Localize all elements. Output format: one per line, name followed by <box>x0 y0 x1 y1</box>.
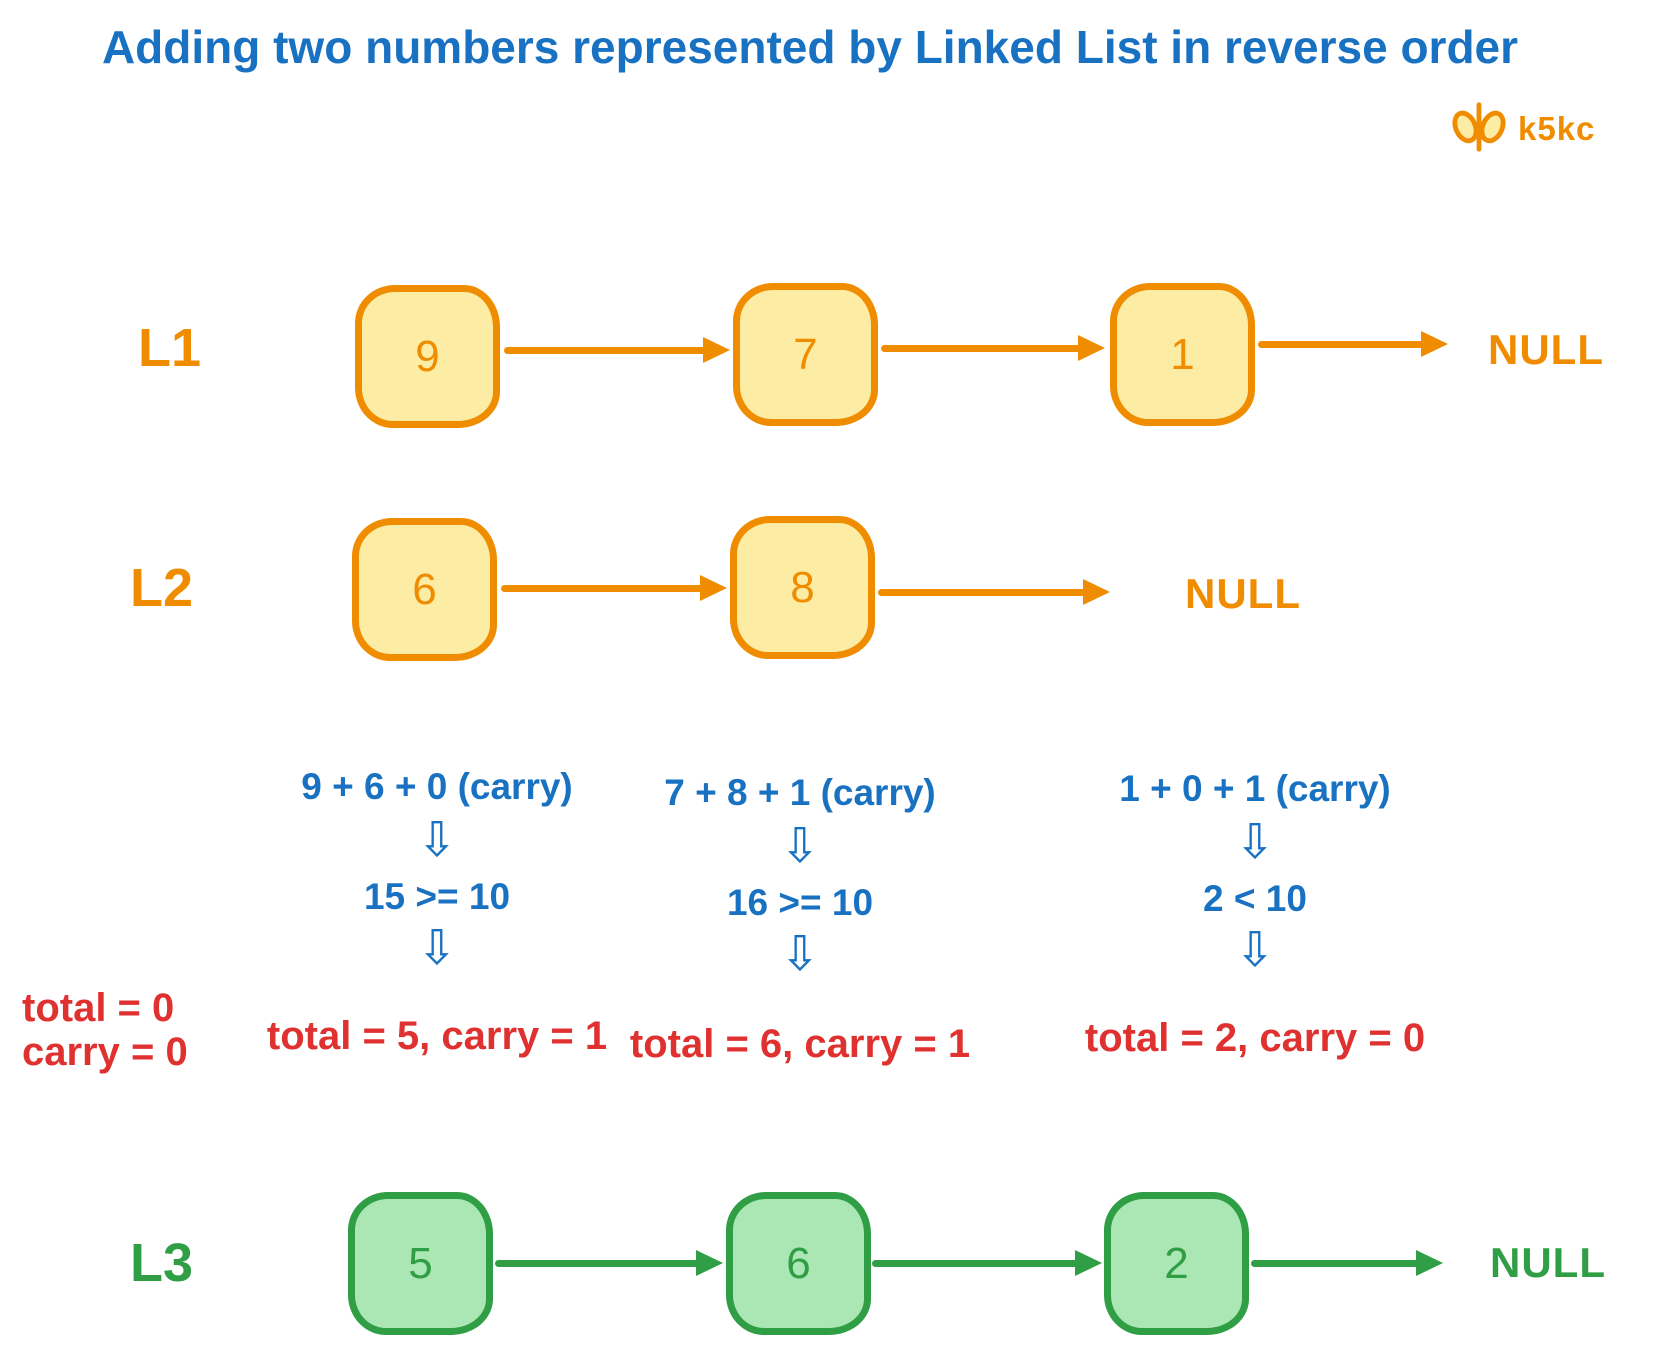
step1-comparison: 15 >= 10 <box>363 876 511 917</box>
l2-node-2: 8 <box>730 516 875 659</box>
node-value: 5 <box>408 1238 433 1288</box>
page-title: Adding two numbers represented by Linked… <box>101 21 1519 73</box>
brand-name: k5kc <box>1518 109 1596 147</box>
step3-down-arrow-icon: ⇩ <box>1234 814 1276 870</box>
l1-null-terminator: NULL <box>1488 326 1604 373</box>
l1-node-1: 9 <box>355 285 500 428</box>
l2-node-1: 6 <box>352 518 497 661</box>
node-value: 6 <box>786 1238 811 1288</box>
arrowhead-icon <box>700 575 727 601</box>
arrowhead-icon <box>703 337 730 363</box>
arrow-shaft <box>872 1259 1078 1267</box>
list-label-l2: L2 <box>130 558 194 618</box>
step2-down-arrow-icon: ⇩ <box>779 926 821 982</box>
l1-node-3: 1 <box>1110 283 1255 426</box>
l2-null-arrow <box>878 579 1110 605</box>
arrow-shaft <box>501 584 703 592</box>
l3-next-arrow-2 <box>872 1250 1102 1276</box>
node-value: 2 <box>1164 1238 1189 1288</box>
l1-next-arrow-1 <box>504 337 730 363</box>
list-label-l3: L3 <box>130 1233 194 1293</box>
l2-null-terminator: NULL <box>1185 570 1301 617</box>
step2-comparison: 16 >= 10 <box>726 882 874 923</box>
node-value: 7 <box>793 329 818 379</box>
l3-null-arrow <box>1251 1250 1443 1276</box>
list-label-l1: L1 <box>138 318 202 378</box>
initial-carry: carry = 0 <box>22 1030 188 1074</box>
step3-comparison: 2 < 10 <box>1203 878 1307 919</box>
l1-null-arrow <box>1258 331 1448 357</box>
step2-expression: 7 + 8 + 1 (carry) <box>664 772 936 813</box>
step3-expression: 1 + 0 + 1 (carry) <box>1119 768 1391 809</box>
l1-node-2: 7 <box>733 283 878 426</box>
arrow-shaft <box>881 344 1081 352</box>
arrow-shaft <box>878 588 1086 596</box>
step1-down-arrow-icon: ⇩ <box>416 920 458 976</box>
node-value: 8 <box>790 562 815 612</box>
brand-logo: k5kc <box>1450 100 1595 157</box>
step2-down-arrow-icon: ⇩ <box>779 818 821 874</box>
step3-down-arrow-icon: ⇩ <box>1234 922 1276 978</box>
step1-down-arrow-icon: ⇩ <box>416 812 458 868</box>
step1-result: total = 5, carry = 1 <box>266 1014 608 1058</box>
arrowhead-icon <box>1083 579 1110 605</box>
node-value: 1 <box>1170 329 1195 379</box>
node-value: 6 <box>412 564 437 614</box>
arrow-shaft <box>504 346 706 354</box>
l3-node-3: 2 <box>1104 1192 1249 1335</box>
step2-result: total = 6, carry = 1 <box>629 1022 971 1066</box>
arrow-shaft <box>1258 340 1424 348</box>
arrow-shaft <box>495 1259 699 1267</box>
arrowhead-icon <box>1078 335 1105 361</box>
l3-next-arrow-1 <box>495 1250 723 1276</box>
l3-node-2: 6 <box>726 1192 871 1335</box>
arrowhead-icon <box>696 1250 723 1276</box>
arrowhead-icon <box>1421 331 1448 357</box>
l3-null-terminator: NULL <box>1490 1239 1606 1286</box>
step3-result: total = 2, carry = 0 <box>1084 1016 1426 1060</box>
arrowhead-icon <box>1075 1250 1102 1276</box>
l3-node-1: 5 <box>348 1192 493 1335</box>
arrow-shaft <box>1251 1259 1419 1267</box>
node-value: 9 <box>415 331 440 381</box>
l2-next-arrow-1 <box>501 575 727 601</box>
initial-total: total = 0 <box>22 986 175 1030</box>
butterfly-icon <box>1450 100 1508 157</box>
l1-next-arrow-2 <box>881 335 1105 361</box>
arrowhead-icon <box>1416 1250 1443 1276</box>
step1-expression: 9 + 6 + 0 (carry) <box>301 766 573 807</box>
